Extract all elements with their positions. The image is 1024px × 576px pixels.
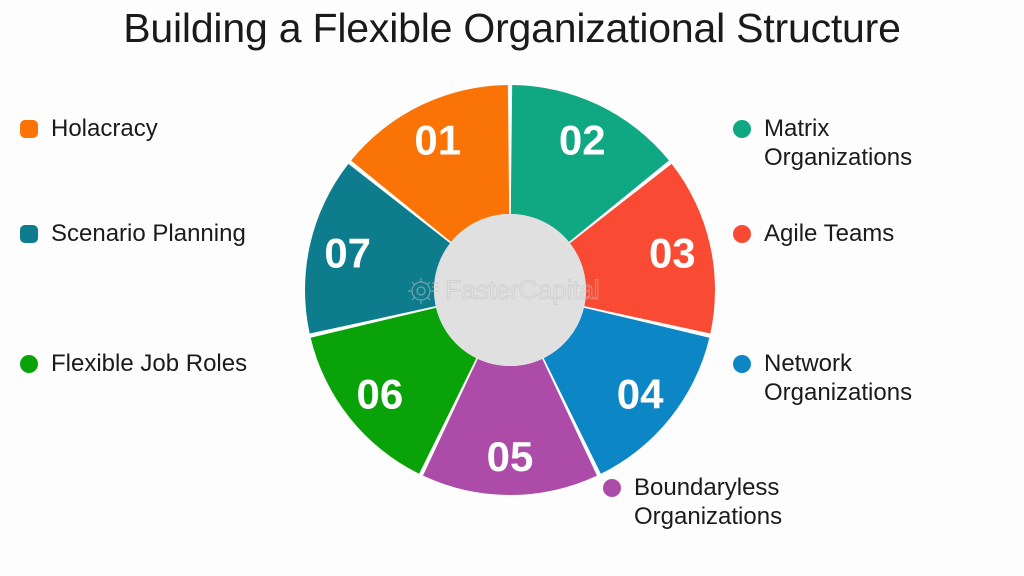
donut-segment-number-06: 06 (356, 370, 403, 417)
donut-segment-04[interactable] (543, 307, 710, 474)
donut-segment-05[interactable] (423, 358, 597, 495)
legend-label-matrix-organizations: Matrix Organizations (764, 115, 913, 171)
legend-item-flexible-job-roles[interactable]: Flexible Job Roles (20, 349, 247, 378)
legend-swatch-agile-teams (733, 225, 751, 243)
legend-swatch-boundaryless-organizations (603, 479, 621, 497)
donut-chart: 01 02 03 04 05 06 07 (305, 85, 715, 495)
donut-segment-number-03: 03 (649, 229, 696, 276)
legend-label-network-organizations: Network Organizations (764, 350, 913, 406)
legend-item-boundaryless-organizations[interactable]: Boundaryless Organizations (603, 473, 782, 531)
donut-chart-svg: 01 02 03 04 05 06 07 (305, 85, 715, 495)
legend-item-scenario-planning[interactable]: Scenario Planning (20, 219, 246, 248)
donut-segment-03[interactable] (569, 163, 715, 334)
legend-swatch-matrix-organizations (733, 120, 751, 138)
donut-segment-number-04: 04 (617, 370, 664, 417)
donut-segment-01[interactable] (351, 85, 510, 242)
legend-item-holacracy[interactable]: Holacracy (20, 114, 158, 143)
legend-item-agile-teams[interactable]: Agile Teams (733, 219, 894, 248)
donut-segments (305, 85, 715, 495)
legend-label-flexible-job-roles: Flexible Job Roles (51, 350, 248, 377)
legend-swatch-scenario-planning (20, 225, 38, 243)
legend-label-agile-teams: Agile Teams (764, 220, 895, 247)
donut-segment-number-02: 02 (559, 116, 606, 163)
donut-center-hole (434, 214, 586, 366)
donut-segment-02[interactable] (510, 85, 669, 242)
legend-swatch-flexible-job-roles (20, 355, 38, 373)
legend-swatch-holacracy (20, 120, 38, 138)
donut-segment-number-05: 05 (487, 433, 534, 480)
page-title: Building a Flexible Organizational Struc… (123, 5, 901, 51)
legend-item-network-organizations[interactable]: Network Organizations (733, 349, 912, 407)
legend-item-matrix-organizations[interactable]: Matrix Organizations (733, 114, 912, 172)
legend-label-boundaryless-organizations: Boundaryless Organizations (634, 474, 783, 530)
legend-label-holacracy: Holacracy (51, 115, 158, 142)
donut-segment-number-07: 07 (324, 229, 371, 276)
legend-label-scenario-planning: Scenario Planning (51, 220, 246, 247)
donut-segment-numbers: 01 02 03 04 05 06 07 (324, 116, 695, 480)
donut-segment-number-01: 01 (414, 116, 461, 163)
donut-segment-06[interactable] (310, 307, 477, 474)
legend-swatch-network-organizations (733, 355, 751, 373)
